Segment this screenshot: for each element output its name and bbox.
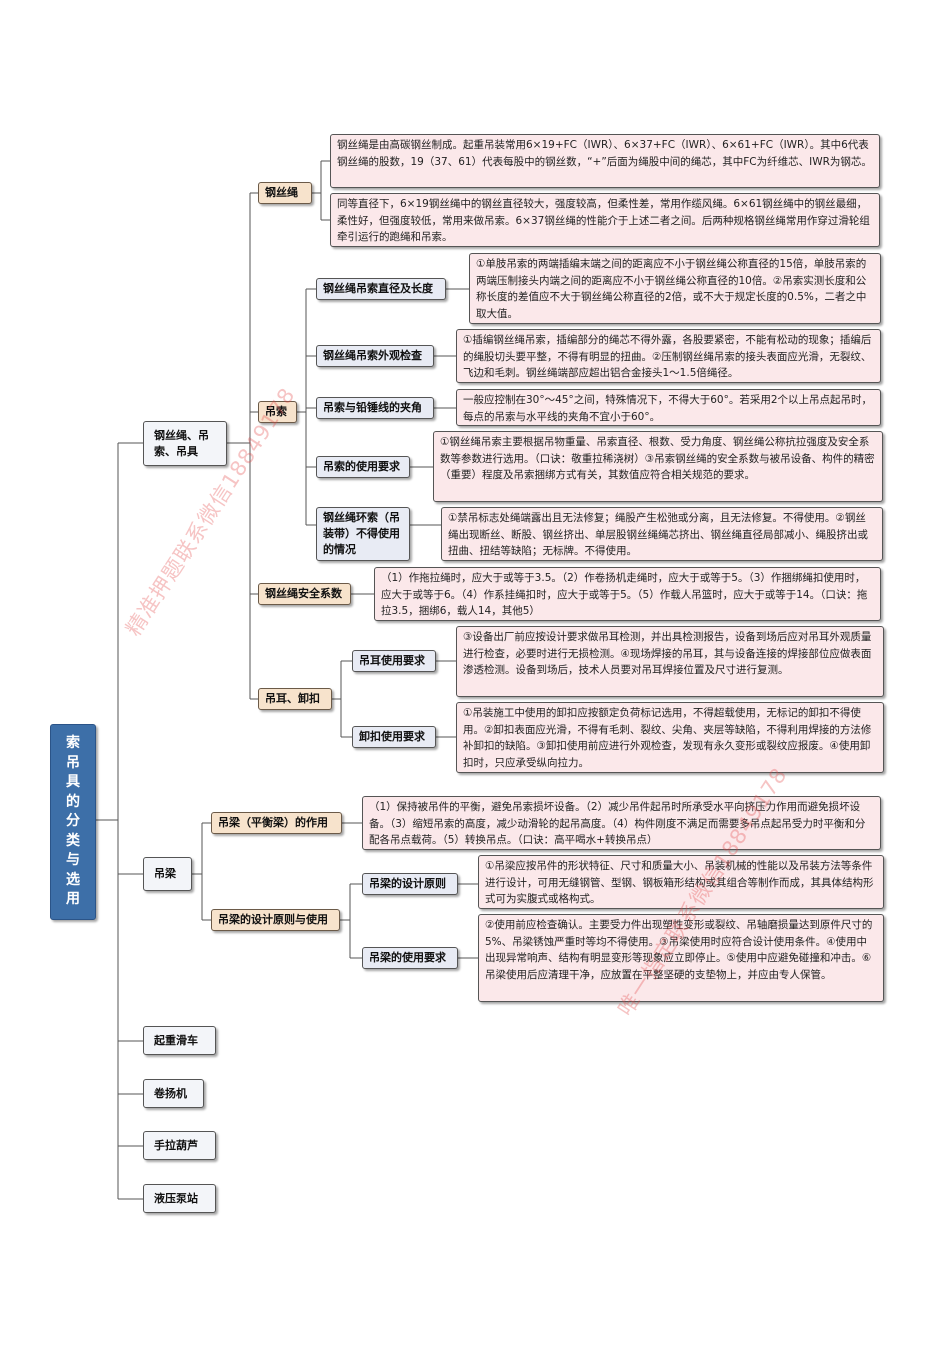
node-sling-appearance-check: 钢丝绳吊索外观检查 (316, 345, 434, 367)
node-sling-plumb-angle: 吊索与铅锤线的夹角 (316, 397, 434, 419)
node-wire-rope: 钢丝绳 (258, 182, 312, 204)
leaf-beam-design-principle: ①吊梁应按吊件的形状特征、尺寸和质量大小、吊装机械的性能以及吊装方法等条件进行设… (478, 855, 884, 909)
node-sling-usage: 吊索的使用要求 (316, 456, 410, 478)
node-lug-usage: 吊耳使用要求 (352, 650, 436, 672)
leaf-wire-rope-composition: 钢丝绳是由高碳钢丝制成。起重吊装常用6×19+FC（IWR）、6×37+FC（I… (330, 134, 880, 188)
node-sling-diameter-length: 钢丝绳吊索直径及长度 (316, 278, 446, 300)
leaf-safety-factor: （1）作拖拉绳时，应大于或等于3.5。（2）作卷扬机走绳时，应大于或等于5。（3… (374, 567, 881, 621)
node-safety-factor: 钢丝绳安全系数 (258, 583, 351, 605)
node-chain-hoist: 手拉葫芦 (143, 1131, 216, 1160)
node-pulley-block: 起重滑车 (143, 1026, 216, 1055)
leaf-lug-usage: ③设备出厂前应按设计要求做吊耳检测，并出具检测报告，设备到场后应对吊耳外观质量进… (456, 626, 884, 697)
node-sling: 吊索 (258, 401, 297, 423)
leaf-sling-plumb-angle: 一般应控制在30°～45°之间，特殊情况下，不得大于60°。若采用2个以上吊点起… (456, 389, 881, 426)
node-hydraulic-pump: 液压泵站 (143, 1184, 216, 1213)
node-lug-shackle: 吊耳、卸扣 (258, 688, 332, 710)
node-sling-prohibited: 钢丝绳环索（吊装带）不得使用的情况 (316, 507, 410, 561)
leaf-beam-usage: ②使用前应检查确认。主要受力件出现塑性变形或裂纹、吊轴磨损量达到原件尺寸的5%、… (478, 914, 884, 1002)
node-shackle-usage: 卸扣使用要求 (352, 726, 436, 748)
leaf-sling-appearance-check: ①插编钢丝绳吊索，插编部分的绳芯不得外露，各股要紧密，不能有松动的现象；插编后的… (456, 329, 881, 383)
leaf-sling-diameter-length: ①单肢吊索的两端插编末端之间的距离应不小于钢丝绳公称直径的15倍，单肢吊索的两端… (469, 253, 881, 324)
node-beam-role: 吊梁（平衡梁）的作用 (211, 812, 342, 834)
node-beam-usage: 吊梁的使用要求 (362, 947, 458, 969)
node-wire-rope-sling-group: 钢丝绳、吊索、吊具 (143, 421, 227, 466)
node-beam-design-principle: 吊梁的设计原则 (362, 873, 458, 895)
leaf-shackle-usage: ①吊装施工中使用的卸扣应按额定负荷标记选用，不得超载使用，无标记的卸扣不得使用。… (456, 702, 884, 773)
node-beam-design: 吊梁的设计原则与使用 (211, 909, 340, 931)
leaf-wire-rope-types: 同等直径下，6×19钢丝绳中的钢丝直径较大，强度较高，但柔性差，常用作缆风绳。6… (330, 193, 880, 247)
leaf-sling-prohibited: ①禁吊标志处绳端露出且无法修复；绳股产生松弛或分离，且无法修复。不得使用。②钢丝… (441, 507, 883, 561)
node-winch: 卷扬机 (143, 1079, 204, 1108)
leaf-sling-usage: ①钢丝绳吊索主要根据吊物重量、吊索直径、根数、受力角度、钢丝绳公称抗拉强度及安全… (433, 431, 883, 502)
root-node: 索 吊 具 的 分 类 与 选 用 (50, 724, 96, 920)
leaf-beam-role: （1）保持被吊件的平衡，避免吊索损坏设备。（2）减少吊件起吊时所承受水平向挤压力… (362, 796, 881, 850)
node-lifting-beam: 吊梁 (143, 857, 192, 891)
